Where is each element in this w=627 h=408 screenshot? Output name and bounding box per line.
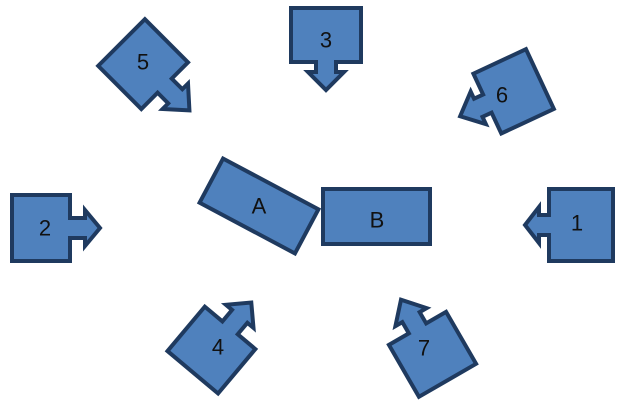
callout-5: 5 [95,16,192,113]
callout-6-label: 6 [496,83,508,108]
block-b-rect [321,187,432,246]
callout-3-arrow-shape [289,6,363,93]
callout-4: 4 [164,300,259,397]
block-a-label: A [252,194,267,219]
callout-3-label: 3 [320,28,332,53]
callout-4-label: 4 [212,335,224,360]
block-a: A [196,155,322,257]
callout-6: 6 [457,46,557,137]
callout-2: 2 [10,193,103,263]
callout-7: 7 [386,297,479,400]
callout-1-arrow-shape [522,187,615,263]
callout-5-label: 5 [137,50,149,75]
callout-2-arrow-shape [10,193,103,263]
callout-3: 3 [289,6,363,93]
callout-7-label: 7 [418,336,430,361]
callout-7-arrow-shape [386,297,479,400]
callout-6-arrow-shape [457,46,557,137]
block-b-label: B [370,208,385,233]
block-b: B [321,187,432,246]
block-a-rect [196,155,322,257]
callout-1: 1 [522,187,615,263]
callout-1-label: 1 [571,211,583,236]
callout-5-arrow-shape [95,16,192,113]
callout-2-label: 2 [39,216,51,241]
callout-4-arrow-shape [164,300,259,397]
